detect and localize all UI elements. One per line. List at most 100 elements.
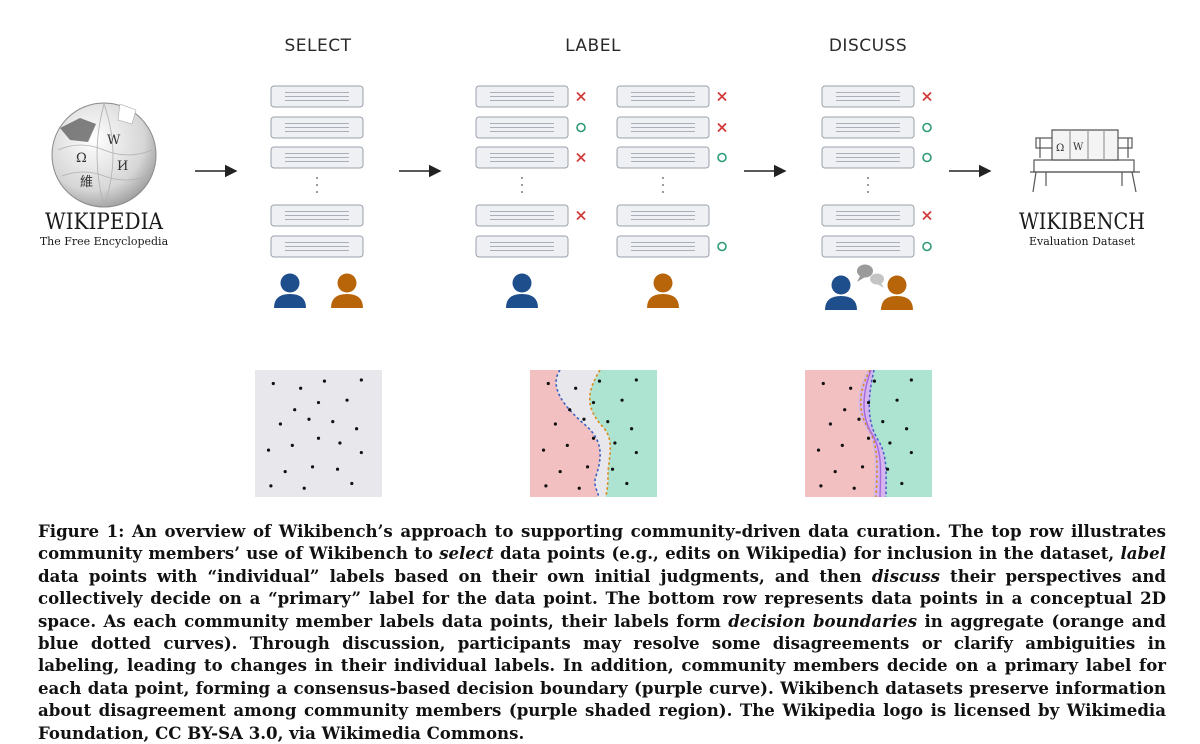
data-point-dot — [283, 469, 287, 474]
label-x-mark — [922, 91, 932, 102]
ellipsis-dot — [867, 177, 869, 179]
data-point-dot — [290, 443, 294, 447]
data-point-dot — [299, 386, 303, 390]
person-orange-icon — [881, 275, 913, 310]
data-point-card — [475, 204, 569, 227]
x-stroke — [576, 210, 586, 221]
data-point-dot — [885, 467, 890, 471]
wikibench-tagline: Evaluation Dataset — [1029, 235, 1136, 248]
data-point-dot — [833, 469, 837, 474]
region-negative — [805, 370, 876, 497]
data-point-dot — [819, 484, 823, 488]
caption-text-2: data points (e.g., edits on Wikipedia) f… — [493, 543, 1121, 564]
data-point-card — [616, 235, 710, 258]
data-point-dot — [577, 486, 581, 490]
ellipsis-dot — [316, 191, 318, 193]
wikipedia-wordmark: WIKIPEDIA — [45, 210, 164, 235]
data-point-dot — [591, 400, 596, 405]
data-point-card — [475, 85, 569, 108]
data-point-dot — [585, 465, 590, 469]
data-point-dot — [302, 486, 306, 490]
label-annotators — [506, 273, 679, 308]
ellipsis-dot — [521, 191, 523, 193]
x-stroke — [576, 152, 586, 163]
data-point-dot — [895, 398, 899, 402]
wikibench-wordmark: WIKIBENCH — [1019, 210, 1145, 235]
data-point-dot — [620, 398, 624, 402]
data-point-card — [616, 146, 710, 169]
data-point-dot — [335, 467, 340, 471]
caption-text-3: data points with “individual” labels bas… — [38, 565, 872, 586]
data-point-dot — [359, 450, 363, 455]
label-o-mark — [922, 152, 932, 163]
data-point-card — [270, 85, 364, 108]
data-point-dot — [310, 465, 315, 469]
data-point-dot — [350, 481, 354, 486]
boundary-blue-dotted — [868, 370, 887, 497]
data-point-dot — [613, 441, 617, 445]
boundary-blue-dotted — [555, 370, 601, 497]
data-point-dot — [558, 469, 562, 474]
person-blue-icon — [274, 273, 306, 308]
ellipsis-dot — [316, 184, 318, 186]
data-point-card — [475, 116, 569, 139]
person-blue-icon — [506, 273, 538, 308]
data-point-card — [616, 204, 710, 227]
data-point-dot — [857, 417, 861, 421]
data-point-dot — [345, 398, 349, 402]
data-point-dot — [872, 379, 877, 383]
data-point-dot — [849, 386, 853, 390]
data-point-dot — [293, 408, 297, 412]
caption-emphasis-discuss: discuss — [871, 565, 940, 586]
data-point-dot — [610, 467, 615, 471]
x-stroke — [922, 210, 932, 221]
caption-text-5: in aggregate (orange and blue dotted cur… — [38, 610, 1166, 743]
stage-title-label: LABEL — [565, 36, 621, 56]
select-annotators — [274, 273, 363, 308]
data-point-cards — [270, 85, 915, 258]
data-point-card — [270, 235, 364, 258]
bench-glyph-w: W — [1073, 142, 1084, 153]
data-point-dot — [866, 400, 871, 405]
caption-emphasis-select: select — [439, 543, 494, 564]
data-point-dot — [316, 400, 321, 405]
data-point-card — [475, 235, 569, 258]
data-point-dot — [322, 379, 327, 383]
data-point-dot — [574, 386, 578, 390]
data-point-card — [821, 146, 915, 169]
caption-text-4: their perspectives and collectively deci… — [38, 565, 1166, 631]
data-point-dot — [278, 422, 283, 426]
bench-glyph-omega: Ω — [1056, 143, 1064, 154]
ellipsis-dot — [521, 184, 523, 186]
region-positive — [589, 370, 657, 497]
data-point-dot — [852, 486, 856, 490]
data-point-dot — [541, 448, 546, 452]
data-point-dot — [582, 417, 586, 421]
boundary-orange-dotted — [860, 370, 878, 497]
label-x-mark — [717, 122, 727, 133]
stage-title-select: SELECT — [285, 36, 352, 56]
label-o-mark — [717, 241, 727, 252]
data-point-card — [616, 116, 710, 139]
label-x-mark — [922, 210, 932, 221]
data-point-dot — [634, 450, 638, 455]
ellipsis-dot — [662, 191, 664, 193]
ellipsis-dot — [867, 184, 869, 186]
logo-glyph-w: W — [107, 133, 121, 148]
speech-bubbles-icon — [857, 264, 884, 288]
data-point-dot — [821, 381, 825, 386]
ellipsis-dot — [521, 177, 523, 179]
wikibench-bench-icon — [1030, 129, 1140, 193]
label-marks — [576, 91, 932, 252]
label-o-mark — [922, 122, 932, 133]
ellipsis-dot — [316, 177, 318, 179]
ellipsis-dot — [662, 184, 664, 186]
label-point-space — [530, 370, 657, 497]
logo-glyph-i: И — [117, 159, 128, 174]
data-point-dot — [888, 441, 892, 445]
data-point-card — [270, 204, 364, 227]
label-x-mark — [576, 210, 586, 221]
person-orange-icon — [647, 273, 679, 308]
data-point-card — [821, 85, 915, 108]
data-point-card — [821, 235, 915, 258]
